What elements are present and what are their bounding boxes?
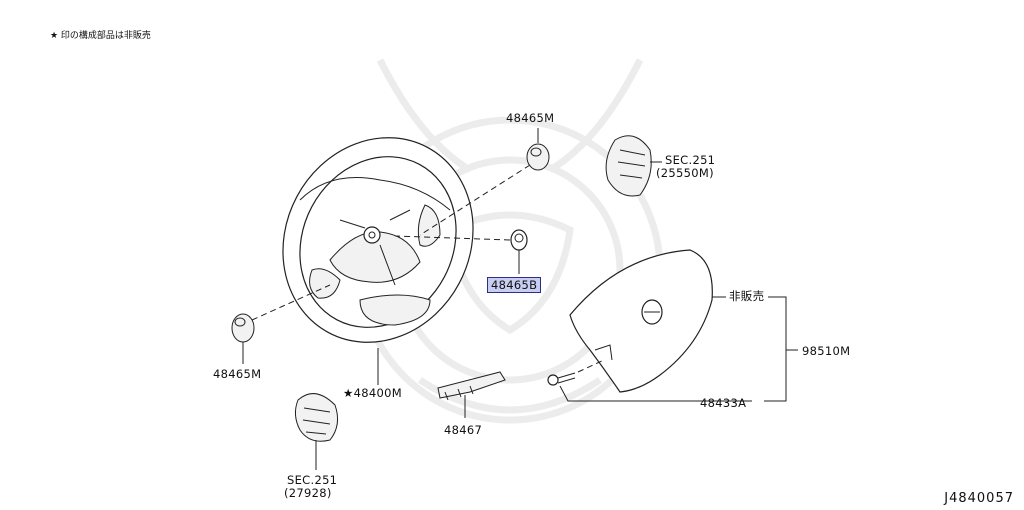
airbag-module [569,249,713,393]
switch-sec251-bottom [294,393,339,442]
bracket-48467 [437,371,506,401]
steering-wheel [282,137,474,343]
leader-98510m-bracket [764,296,798,402]
label-48467[interactable]: 48467 [444,423,483,437]
label-sec251-top-ref: (25550M) [656,166,714,180]
label-48465m-top[interactable]: 48465M [506,111,555,125]
bushing-48465b [510,229,528,251]
label-98510m[interactable]: 98510M [802,344,851,358]
label-48465b-highlighted[interactable]: 48465B [487,277,542,293]
label-48465m-left[interactable]: 48465M [213,367,262,381]
switch-sec251-top [605,135,652,197]
assembly-line-bolt [577,359,605,373]
label-sec251-bottom[interactable]: SEC.251 [287,473,338,487]
label-48433a[interactable]: 48433A [700,396,747,410]
label-not-for-sale: 非販売 [729,289,765,303]
assembly-line-bushing [394,235,511,241]
assembly-line-left-cap [251,284,331,321]
cap-48465m-top [526,143,550,171]
bolt-48433a [547,372,576,386]
assembly-line-top-cap [419,164,531,236]
leader-48433a [559,385,752,402]
label-sec251-top[interactable]: SEC.251 [665,153,716,167]
label-48400m[interactable]: ★48400M [343,386,402,400]
document-id: J4840057 [944,491,1014,506]
not-for-sale-note: ★ 印の構成部品は非販売 [50,31,151,41]
cap-48465m-left [231,313,255,343]
label-sec251-bottom-ref: (27928) [284,486,332,500]
